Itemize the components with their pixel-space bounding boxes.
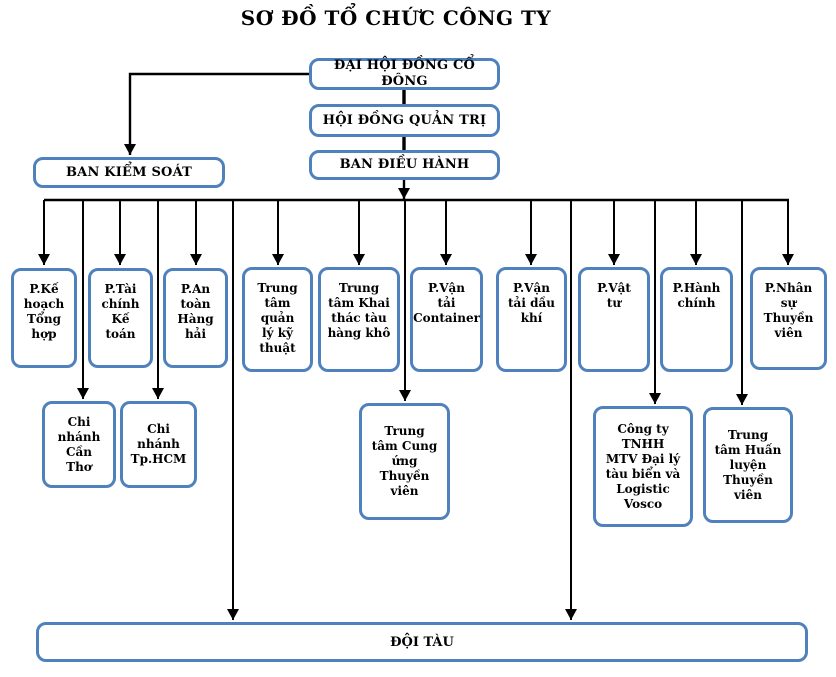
- node-p-hanh-chinh: P.Hành chính: [660, 267, 733, 372]
- node-p-van-tai-dau-khi: P.Vận tải dầu khí: [496, 267, 567, 372]
- node-p-nhan-su-thuyen-vien: P.Nhân sự Thuyền viên: [750, 267, 827, 370]
- node-p-van-tai-container: P.Vận tải Container: [410, 267, 483, 372]
- node-p-an-toan-hang-hai: P.An toàn Hàng hải: [163, 268, 228, 368]
- node-chi-nhanh-tp-hcm: Chi nhánh Tp.HCM: [120, 401, 197, 488]
- node-chi-nhanh-can-tho: Chi nhánh Cần Thơ: [42, 401, 116, 488]
- node-p-vat-tu: P.Vật tư: [578, 267, 650, 372]
- node-ban-dieu-hanh: BAN ĐIỀU HÀNH: [309, 150, 500, 180]
- node-ban-kiem-soat: BAN KIỂM SOÁT: [33, 157, 225, 188]
- node-trung-tam-quan-ly-ky-thuat: Trung tâm quản lý kỹ thuật: [242, 267, 313, 372]
- node-p-tai-chinh-ke-toan: P.Tài chính Kế toán: [88, 268, 153, 368]
- node-dai-hoi-dong-co-dong: ĐẠI HỘI ĐỒNG CỔ ĐÔNG: [309, 58, 500, 90]
- connector-shareholders-supervisory: [124, 72, 309, 155]
- node-hoi-dong-quan-tri: HỘI ĐỒNG QUẢN TRỊ: [309, 104, 500, 137]
- node-trung-tam-huan-luyen-thuyen-vien: Trung tâm Huấn luyện Thuyền viên: [703, 407, 793, 523]
- node-doi-tau: ĐỘI TÀU: [36, 622, 808, 662]
- node-trung-tam-cung-ung-thuyen-vien: Trung tâm Cung ứng Thuyền viên: [359, 403, 450, 520]
- node-p-ke-hoach-tong-hop: P.Kế hoạch Tổng hợp: [11, 268, 77, 368]
- node-cong-ty-tnhh-mtv-dai-ly-tau-bien-logistic-vosco: Công ty TNHH MTV Đại lý tàu biển và Logi…: [593, 406, 693, 527]
- diagram-title: SƠ ĐỒ TỔ CHỨC CÔNG TY: [240, 6, 552, 30]
- node-trung-tam-khai-thac-tau-hang-kho: Trung tâm Khai thác tàu hàng khô: [318, 267, 400, 372]
